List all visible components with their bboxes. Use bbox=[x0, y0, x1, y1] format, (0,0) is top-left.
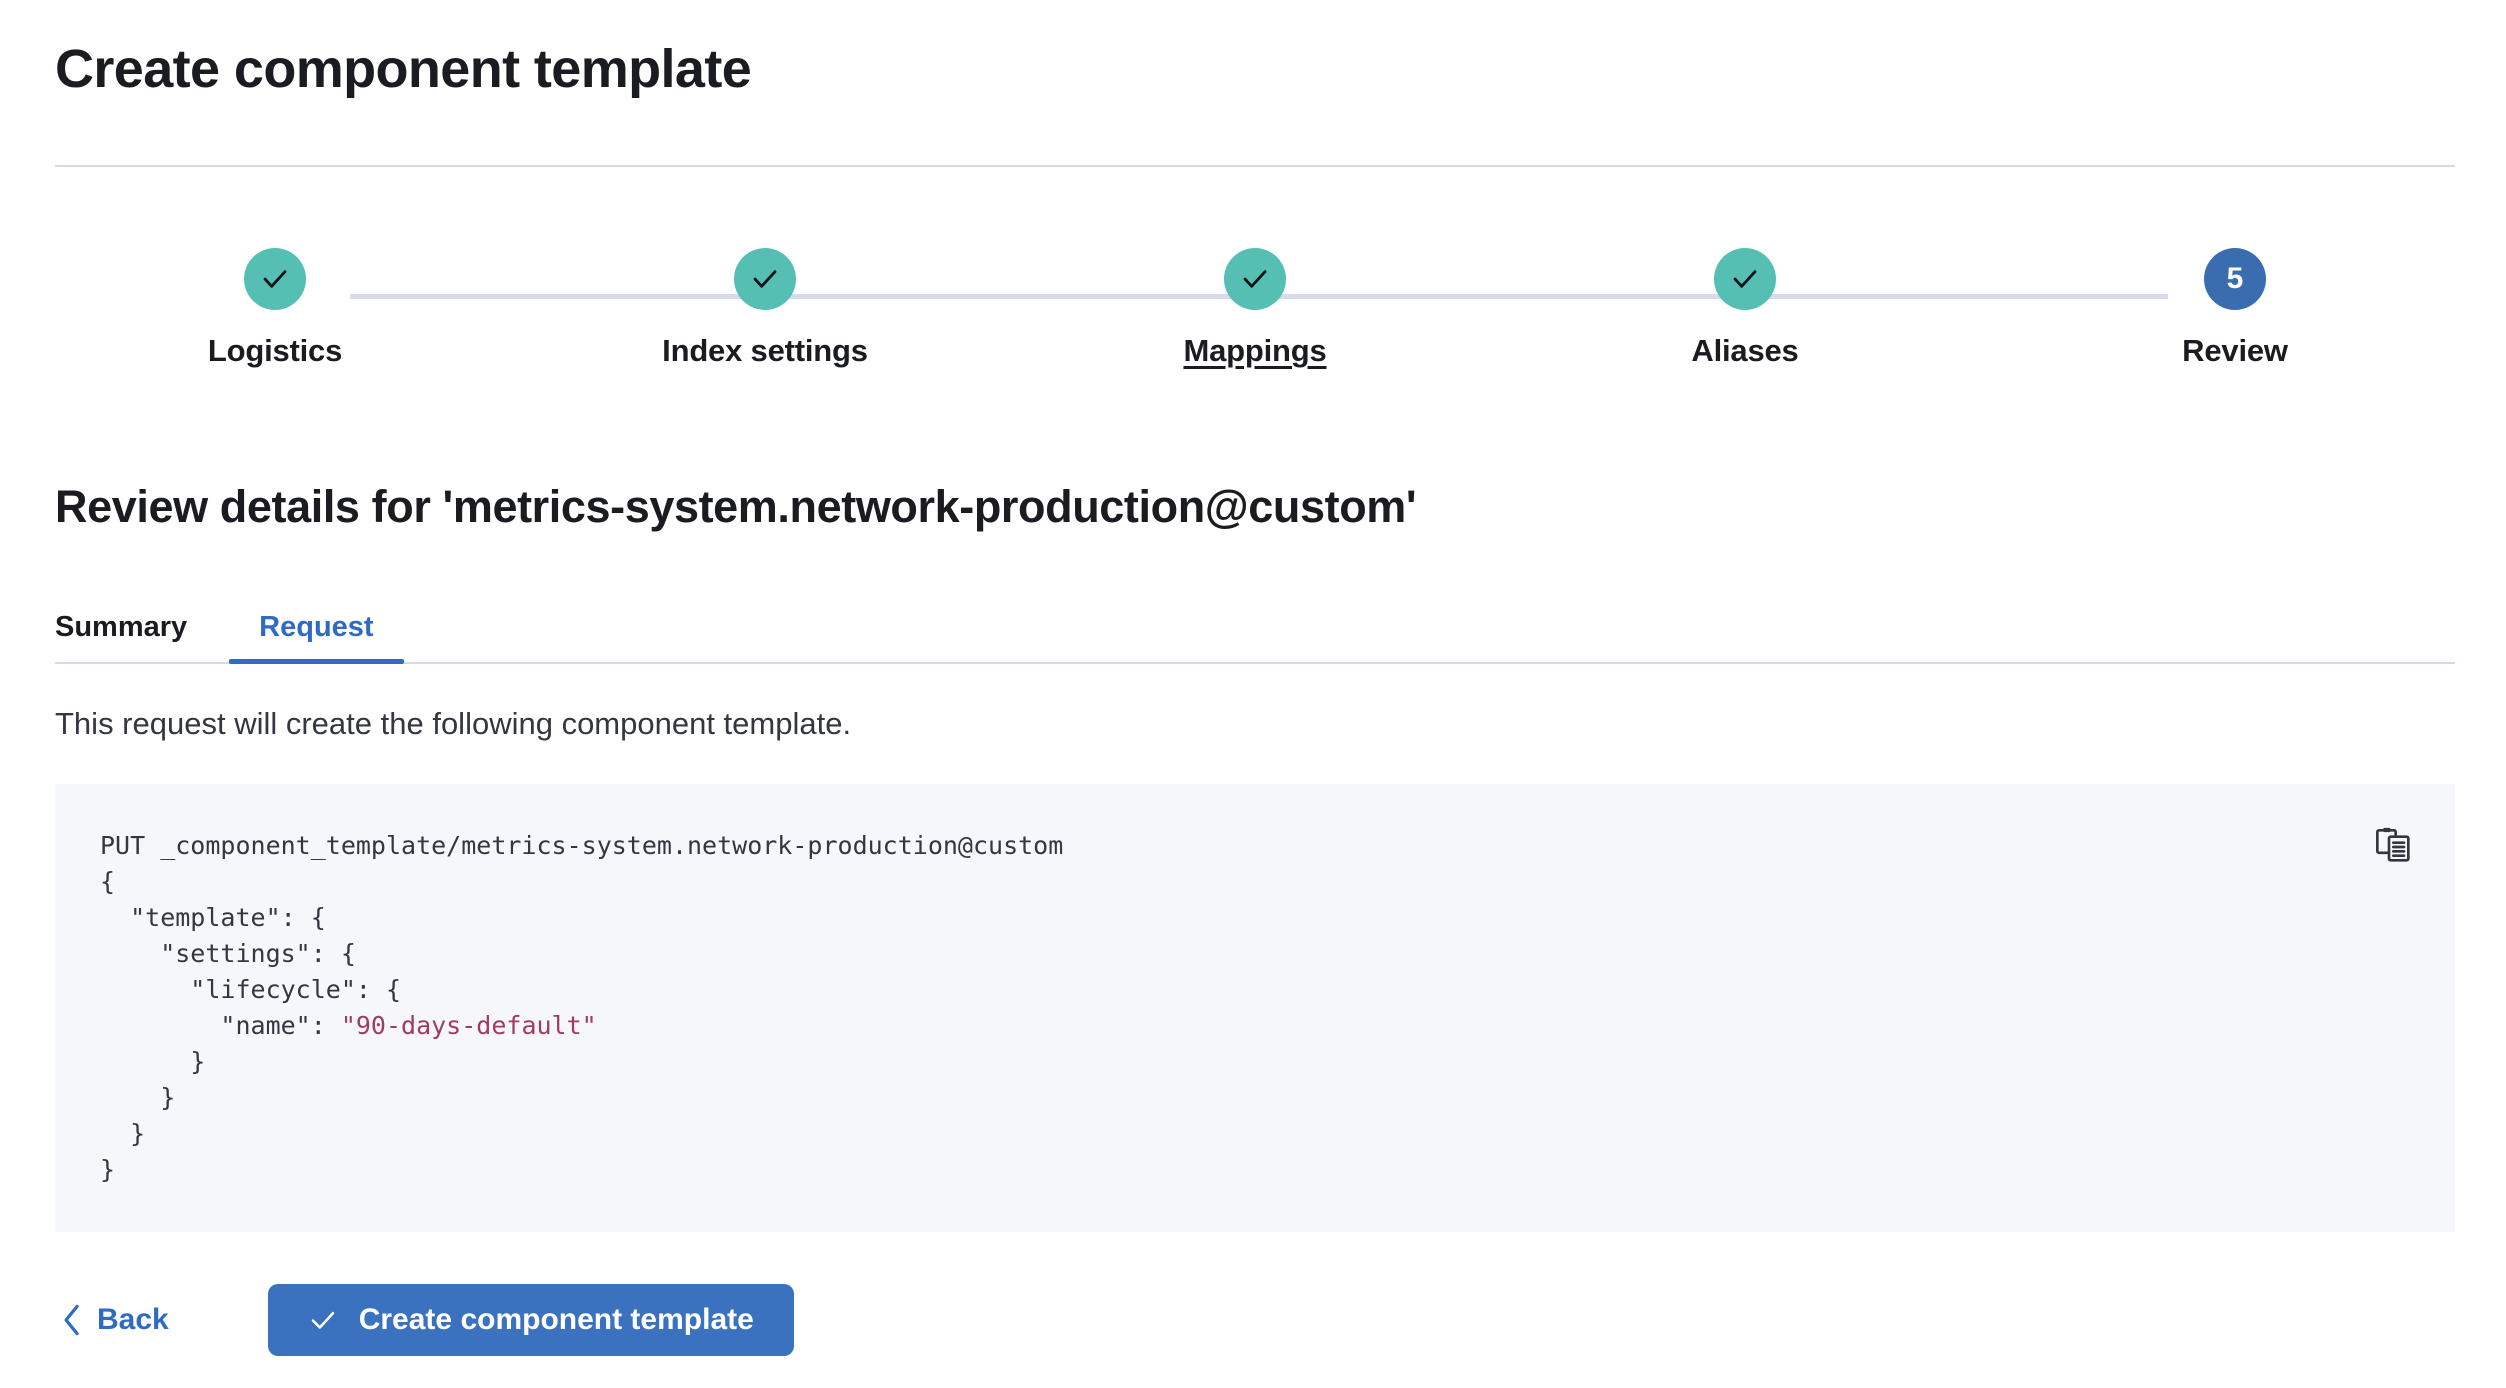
code-token-plain: } bbox=[100, 1047, 206, 1076]
code-token-plain: } bbox=[100, 1155, 116, 1184]
section-heading: Review details for 'metrics-system.netwo… bbox=[55, 481, 1417, 532]
code-token-plain: { bbox=[100, 867, 116, 896]
stepper-label-2: Index settings bbox=[662, 333, 868, 368]
stepper-circle-2 bbox=[734, 248, 796, 310]
stepper-step-mappings[interactable]: Mappings bbox=[1035, 248, 1475, 369]
chevron-left-icon bbox=[64, 1304, 79, 1336]
code-token-plain: "settings": { bbox=[100, 939, 356, 968]
code-line: { bbox=[100, 864, 2335, 900]
code-token-str: "90-days-default" bbox=[340, 1011, 597, 1040]
tab-summary[interactable]: Summary bbox=[55, 611, 229, 664]
code-line: "name": "90-days-default" bbox=[100, 1008, 2335, 1044]
stepper-label-4: Aliases bbox=[1691, 333, 1799, 368]
create-component-template-button[interactable]: Create component template bbox=[267, 1284, 794, 1356]
stepper-circle-3 bbox=[1224, 248, 1286, 310]
stepper-label-1: Logistics bbox=[207, 333, 343, 368]
create-component-template-label: Create component template bbox=[358, 1303, 754, 1336]
back-button-label: Back bbox=[97, 1303, 169, 1336]
stepper-number-5: 5 bbox=[2226, 262, 2244, 295]
clipboard-copy-icon[interactable] bbox=[2369, 822, 2417, 870]
code-token-plain: "lifecycle": { bbox=[100, 975, 402, 1004]
stepper-label-3: Mappings bbox=[1183, 333, 1327, 368]
page-title: Create component template bbox=[55, 39, 752, 99]
check-icon bbox=[263, 270, 287, 288]
check-icon bbox=[1733, 270, 1757, 288]
request-code-panel: PUT _component_template/metrics-system.n… bbox=[55, 784, 2455, 1232]
code-token-plain: } bbox=[100, 1119, 146, 1148]
tabs-underline bbox=[55, 662, 2455, 664]
check-icon bbox=[1243, 270, 1267, 288]
code-line: } bbox=[100, 1044, 2335, 1080]
code-line: "template": { bbox=[100, 900, 2335, 936]
code-line: } bbox=[100, 1116, 2335, 1152]
stepper-step-index-settings[interactable]: Index settings bbox=[545, 248, 985, 369]
code-token-plain: "template": { bbox=[100, 903, 326, 932]
code-line: "settings": { bbox=[100, 936, 2335, 972]
tab-request[interactable]: Request bbox=[229, 611, 405, 664]
code-token-plain: PUT _component_template/metrics-system.n… bbox=[100, 831, 1064, 860]
request-description: This request will create the following c… bbox=[55, 706, 852, 741]
wizard-footer: Back Create component template bbox=[55, 1284, 794, 1356]
code-line: PUT _component_template/metrics-system.n… bbox=[100, 828, 2335, 864]
stepper-label-5: Review bbox=[2182, 333, 2288, 368]
stepper-circle-5: 5 bbox=[2204, 248, 2266, 310]
code-token-plain: } bbox=[100, 1083, 176, 1112]
clipboard-copy-glyph bbox=[2375, 827, 2410, 862]
stepper-step-aliases[interactable]: Aliases bbox=[1525, 248, 1965, 369]
code-line: } bbox=[100, 1080, 2335, 1116]
check-icon bbox=[753, 270, 777, 288]
stepper-step-logistics[interactable]: Logistics bbox=[55, 248, 495, 369]
title-divider bbox=[55, 165, 2455, 167]
back-button[interactable]: Back bbox=[55, 1293, 175, 1347]
stepper-circle-1 bbox=[244, 248, 306, 310]
stepper-circle-4 bbox=[1714, 248, 1776, 310]
request-code-block: PUT _component_template/metrics-system.n… bbox=[100, 828, 2335, 1188]
code-line: } bbox=[100, 1152, 2335, 1188]
check-icon bbox=[311, 1311, 334, 1329]
code-token-plain: "name": bbox=[100, 1011, 341, 1040]
code-line: "lifecycle": { bbox=[100, 972, 2335, 1008]
